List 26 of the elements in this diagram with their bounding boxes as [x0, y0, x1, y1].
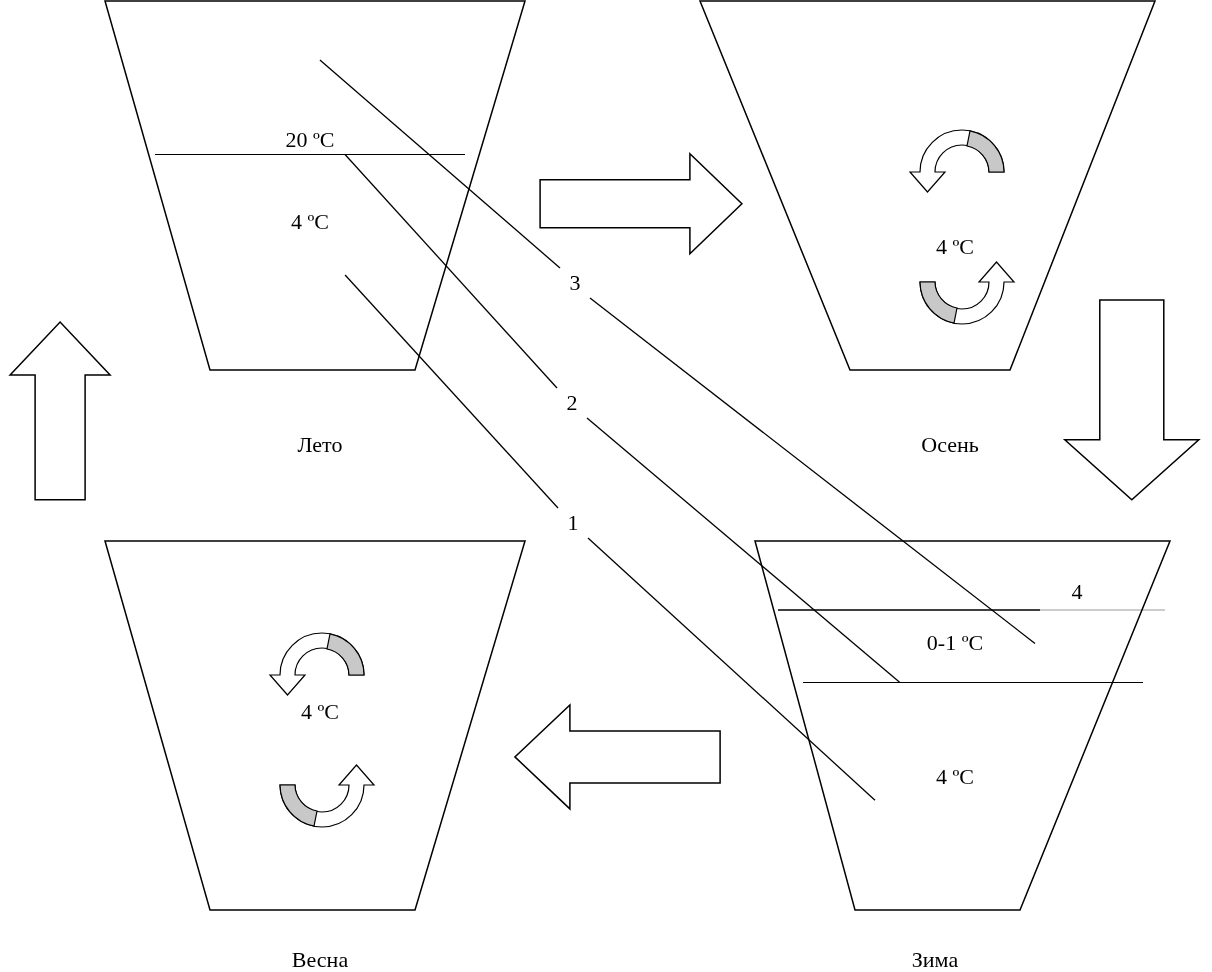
leader-line	[587, 537, 876, 801]
block-arrow	[1062, 299, 1201, 501]
temperature-label: 4 ºC	[291, 211, 329, 233]
block-arrow	[8, 320, 112, 501]
temperature-label: 4 ºC	[936, 766, 974, 788]
callout-number: 3	[560, 268, 590, 298]
layer-boundary-line	[155, 154, 465, 155]
temperature-label: 0-1 ºC	[926, 632, 984, 654]
callout-number: 1	[558, 508, 588, 538]
leader-line	[319, 59, 561, 269]
callout-number: 2	[557, 388, 587, 418]
leader-line	[586, 417, 901, 684]
block-arrow	[539, 152, 743, 256]
leader-line	[344, 274, 559, 509]
leader-line	[589, 297, 1036, 645]
temperature-label: 4 ºC	[301, 701, 339, 723]
callout-number: 4	[1071, 581, 1083, 603]
season-label: Лето	[297, 434, 343, 456]
layer-boundary-line	[803, 682, 1143, 683]
block-arrow	[513, 703, 721, 811]
season-label: Весна	[291, 949, 349, 971]
temperature-label: 4 ºC	[936, 236, 974, 258]
leader-line	[344, 153, 558, 389]
season-label: Зима	[911, 949, 959, 971]
temperature-label: 20 ºC	[285, 129, 335, 151]
season-label: Осень	[921, 434, 979, 456]
